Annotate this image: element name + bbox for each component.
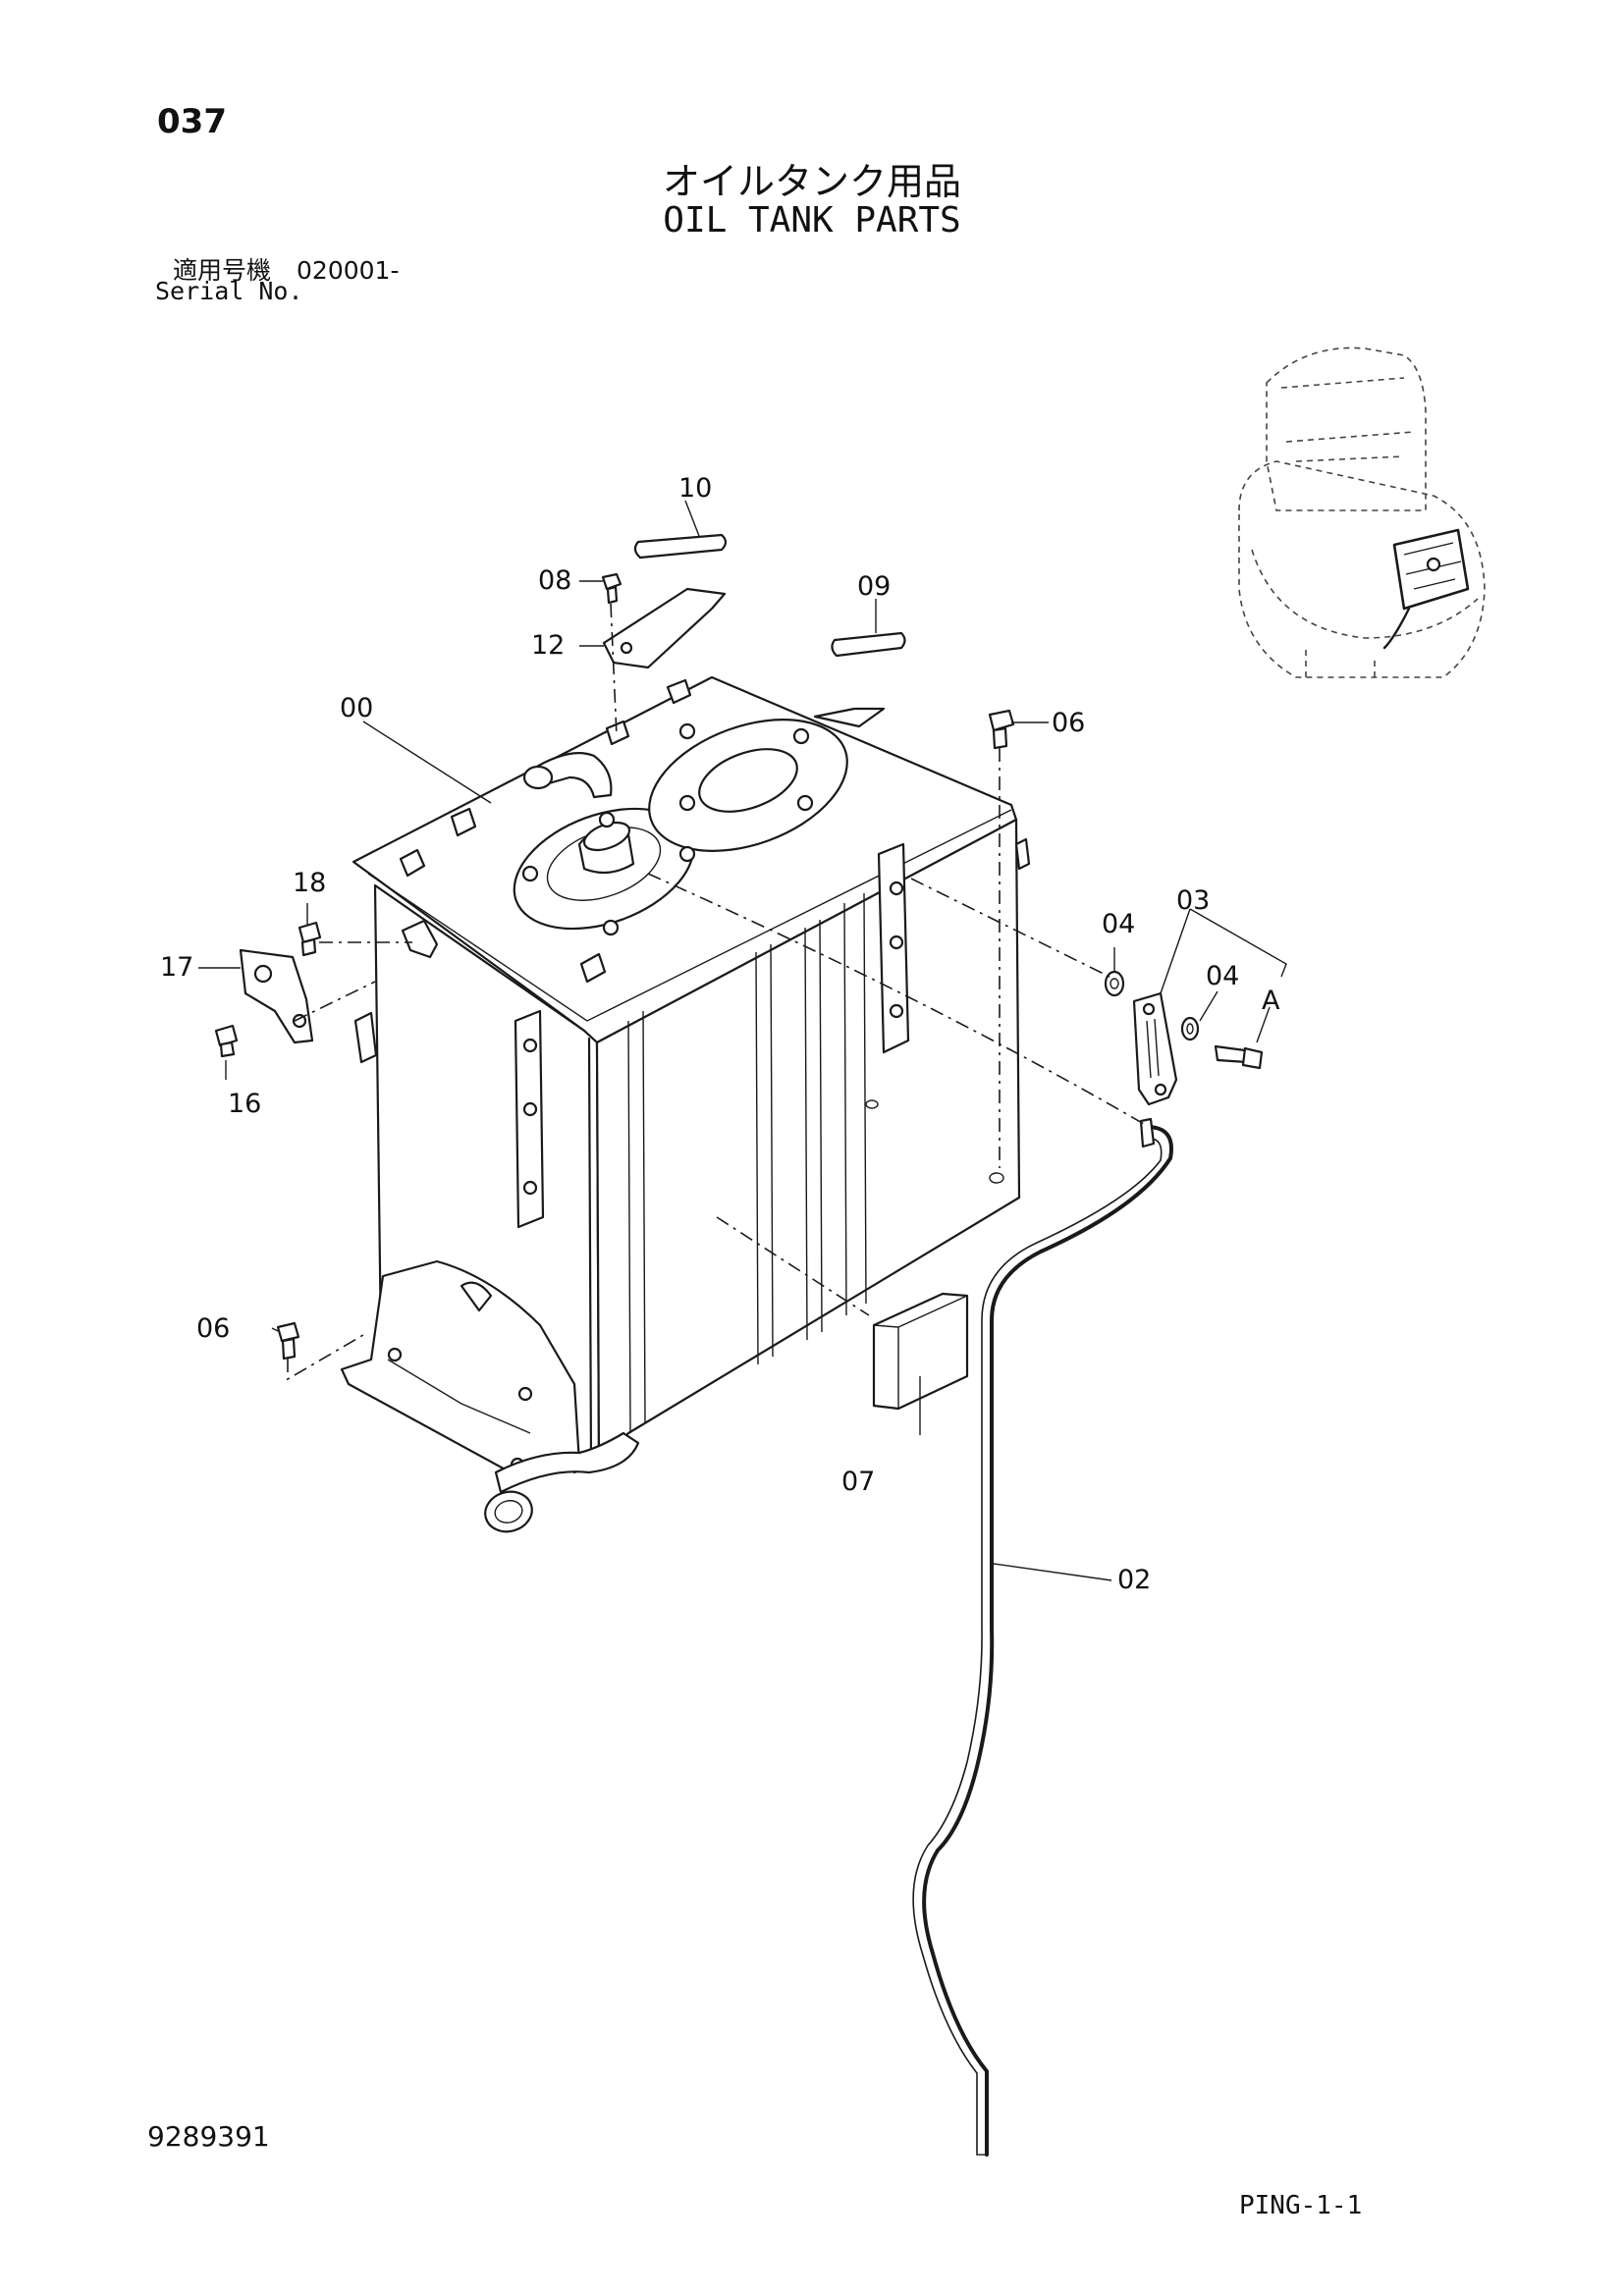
document-number: 9289391 [147, 2120, 270, 2153]
part-04-washers [1104, 970, 1200, 1041]
oil-tank-body [340, 675, 1031, 1533]
part-16-bolt [214, 1024, 239, 1058]
callout-06-upper: 06 [1052, 708, 1085, 738]
serial-label-english: Serial No. [155, 277, 303, 305]
top-lugs [399, 678, 692, 984]
part-07-pad [872, 1292, 969, 1411]
machine-locator-thumbnail [1238, 347, 1486, 678]
serial-value: 020001- [297, 256, 400, 285]
page-title-japanese: オイルタンク用品 [662, 160, 961, 203]
part-A-bolt [1214, 1044, 1264, 1070]
part-03-strap [1132, 991, 1178, 1106]
callout-18: 18 [293, 868, 326, 898]
part-09-location-mark [813, 707, 886, 728]
callout-03: 03 [1176, 885, 1210, 916]
serial-line-japanese: 適用号機 020001- [173, 251, 424, 287]
part-12-bracket [602, 587, 727, 669]
part-08-bolt [601, 572, 623, 605]
part-06-bolt-lower [276, 1321, 300, 1361]
part-06-bolt-upper [988, 709, 1015, 750]
callout-07: 07 [841, 1467, 875, 1497]
callout-00: 00 [340, 693, 373, 723]
callout-04-right: 04 [1206, 961, 1239, 991]
ring-bolts [521, 722, 814, 936]
callout-04-left: 04 [1102, 909, 1135, 939]
callout-12: 12 [531, 630, 565, 661]
callout-06-lower: 06 [196, 1313, 230, 1344]
callout-10: 10 [678, 473, 712, 504]
part-09-pin [831, 599, 906, 658]
callout-02: 02 [1117, 1565, 1151, 1595]
leader-lines [198, 580, 1287, 1581]
callout-17: 17 [160, 952, 193, 983]
part-17-plate [239, 948, 314, 1044]
callout-A: A [1262, 986, 1280, 1016]
callout-08: 08 [538, 565, 571, 596]
page-title-english: OIL TANK PARTS [663, 200, 961, 240]
page-number: 037 [157, 102, 227, 141]
part-02-rod [912, 1117, 1173, 2157]
assembly-lines [287, 603, 1145, 1381]
callout-16: 16 [228, 1089, 261, 1119]
serial-label-japanese: 適用号機 [173, 256, 272, 285]
page-code: PING-1-1 [1239, 2191, 1363, 2220]
part-18-bolt [298, 921, 322, 957]
part-10-pin [633, 500, 728, 560]
callout-09: 09 [857, 571, 891, 602]
